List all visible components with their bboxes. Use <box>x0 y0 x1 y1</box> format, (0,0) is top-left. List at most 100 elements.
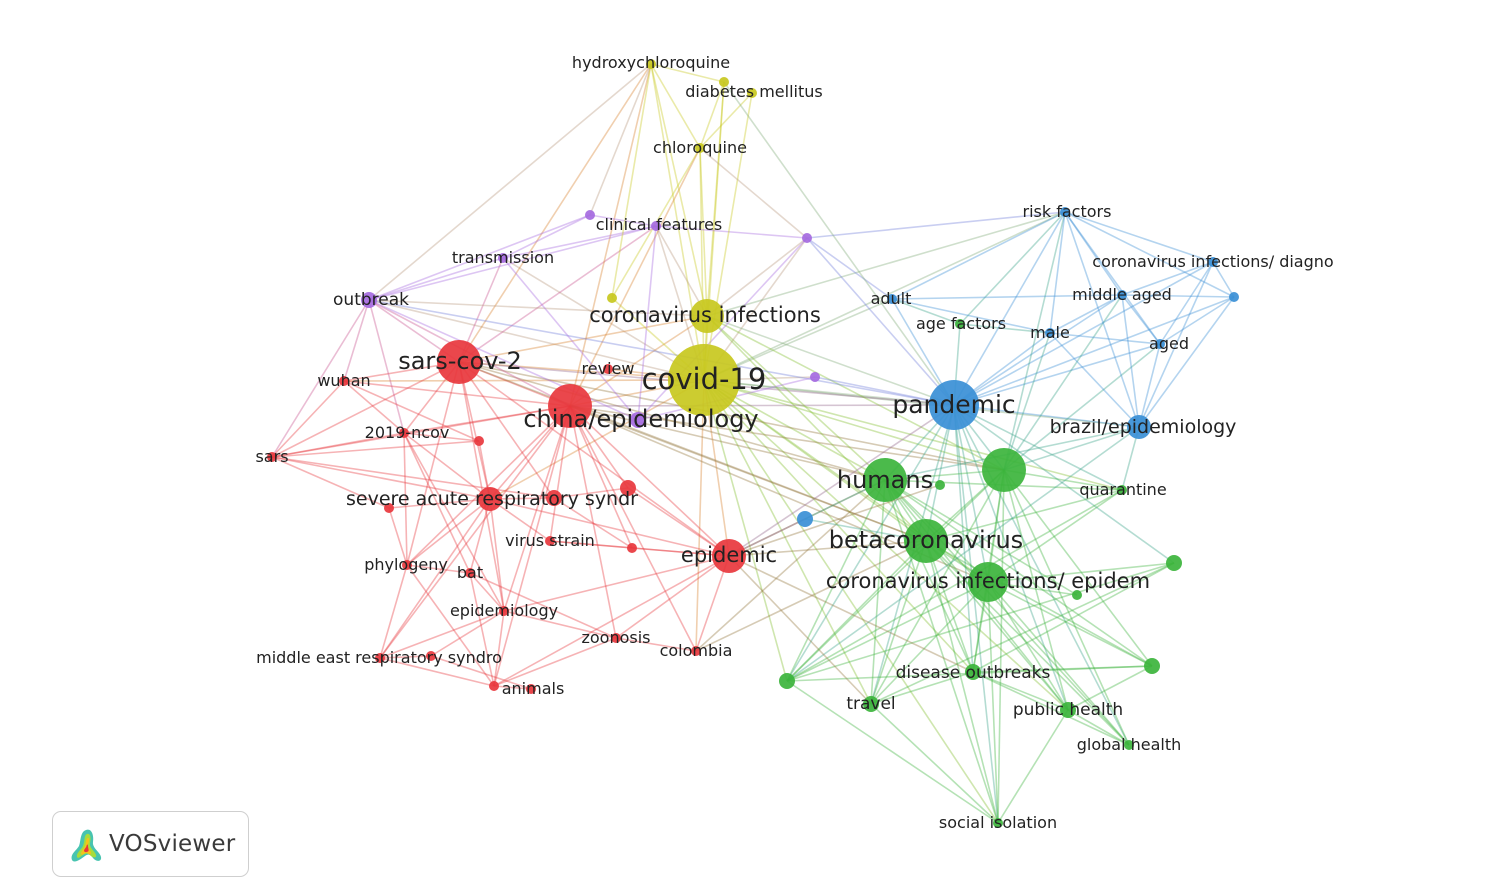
node-label-sars: sars <box>255 447 288 466</box>
vosviewer-logo: VOSviewer <box>52 811 249 877</box>
node-public-health[interactable] <box>1060 702 1076 718</box>
node-green-c[interactable] <box>1072 590 1082 600</box>
node-label-global-health: global health <box>1077 735 1182 754</box>
edge <box>925 540 1069 711</box>
edge <box>379 498 491 659</box>
node-epidemiology[interactable] <box>499 606 509 616</box>
node-purple-d[interactable] <box>630 412 646 428</box>
node-outbreak[interactable] <box>361 292 377 308</box>
node-travel[interactable] <box>863 696 879 712</box>
node-2019-ncov[interactable] <box>399 428 409 438</box>
edge <box>706 315 886 481</box>
node-red-d[interactable] <box>384 503 394 513</box>
node-china-epidemiology[interactable] <box>548 384 592 428</box>
edge <box>406 405 571 566</box>
node-zoonosis[interactable] <box>611 633 621 643</box>
node-blue-b[interactable] <box>797 511 813 527</box>
node-red-f[interactable] <box>426 651 436 661</box>
edge <box>972 562 1175 673</box>
edge <box>406 564 471 574</box>
node-red-a[interactable] <box>474 436 484 446</box>
node-severe-acute-respiratory-syndr[interactable] <box>478 487 502 511</box>
node-label-colombia: colombia <box>660 641 733 660</box>
node-green-a[interactable] <box>935 480 945 490</box>
node-review[interactable] <box>603 364 613 374</box>
edge <box>1049 332 1140 428</box>
node-coronavirus-infections-epidem[interactable] <box>968 562 1008 602</box>
edge <box>1064 211 1161 345</box>
node-red-c[interactable] <box>620 480 636 496</box>
edge <box>458 361 555 499</box>
node-coronavirus-infections-diagno[interactable] <box>1208 257 1218 267</box>
node-sars-cov-2[interactable] <box>437 340 481 384</box>
node-label-phylogeny: phylogeny <box>364 555 448 574</box>
node-clinical-features[interactable] <box>651 221 661 231</box>
node-purple-c[interactable] <box>810 372 820 382</box>
node-red-b[interactable] <box>546 490 562 506</box>
node-middle-aged[interactable] <box>1117 290 1127 300</box>
edge <box>953 404 1130 746</box>
edge <box>706 315 1005 471</box>
node-transmission[interactable] <box>498 253 508 263</box>
node-animals[interactable] <box>489 681 499 691</box>
node-aged[interactable] <box>1155 339 1165 349</box>
node-blue-a[interactable] <box>1229 292 1239 302</box>
node-social-isolation[interactable] <box>993 818 1003 828</box>
node-red-e[interactable] <box>627 543 637 553</box>
edge <box>728 555 974 673</box>
edge <box>403 405 571 434</box>
node-disease-outbreaks[interactable] <box>965 664 981 680</box>
node-green-e[interactable] <box>1144 658 1160 674</box>
edge <box>569 405 633 549</box>
node-red-g[interactable] <box>526 684 536 694</box>
node-chloroquine[interactable] <box>695 143 705 153</box>
node-brazil-epidemiology[interactable] <box>1127 415 1151 439</box>
node-phylogeny[interactable] <box>402 560 412 570</box>
node-epidemic[interactable] <box>712 539 746 573</box>
node-green-b[interactable] <box>1166 555 1182 571</box>
node-yellow-a[interactable] <box>607 293 617 303</box>
node-global-health[interactable] <box>1124 740 1134 750</box>
edge <box>695 379 705 652</box>
node-purple-b[interactable] <box>802 233 812 243</box>
edge <box>1064 211 1214 263</box>
node-diabetes-dot[interactable] <box>747 88 757 98</box>
edge <box>870 469 1005 705</box>
node-risk-factors[interactable] <box>1060 207 1070 217</box>
node-coronavirus-infections[interactable] <box>690 299 724 333</box>
edge <box>891 298 1051 334</box>
edge <box>703 379 1140 428</box>
edge <box>703 379 1123 491</box>
node-betacoronavirus[interactable] <box>904 519 948 563</box>
node-hydroxychloroquine[interactable] <box>646 59 656 69</box>
node-quarantine[interactable] <box>1117 485 1127 495</box>
node-age-factors[interactable] <box>955 319 965 329</box>
edge <box>953 296 1235 406</box>
node-male[interactable] <box>1045 328 1055 338</box>
edge <box>786 404 955 682</box>
edge <box>728 484 941 557</box>
node-humans[interactable] <box>863 458 907 502</box>
edge <box>870 540 927 705</box>
edge <box>493 555 730 687</box>
node-green-big[interactable] <box>982 448 1026 492</box>
edge <box>706 211 1066 317</box>
node-pandemic[interactable] <box>929 380 979 430</box>
node-virus-strain[interactable] <box>545 536 555 546</box>
edge <box>650 63 701 149</box>
node-diabetes-mellitus[interactable] <box>719 77 729 87</box>
node-wuhan[interactable] <box>339 376 349 386</box>
edge <box>1067 709 1130 746</box>
node-covid-19[interactable] <box>668 344 740 416</box>
node-adult[interactable] <box>887 294 897 304</box>
node-purple-a[interactable] <box>585 210 595 220</box>
edge <box>953 211 1066 406</box>
node-bat[interactable] <box>465 568 475 578</box>
node-middle-east-respiratory-syndro[interactable] <box>375 653 385 663</box>
edge <box>379 564 408 659</box>
node-sars[interactable] <box>267 452 277 462</box>
node-colombia[interactable] <box>691 646 701 656</box>
node-green-d[interactable] <box>779 673 795 689</box>
edge <box>699 147 808 239</box>
